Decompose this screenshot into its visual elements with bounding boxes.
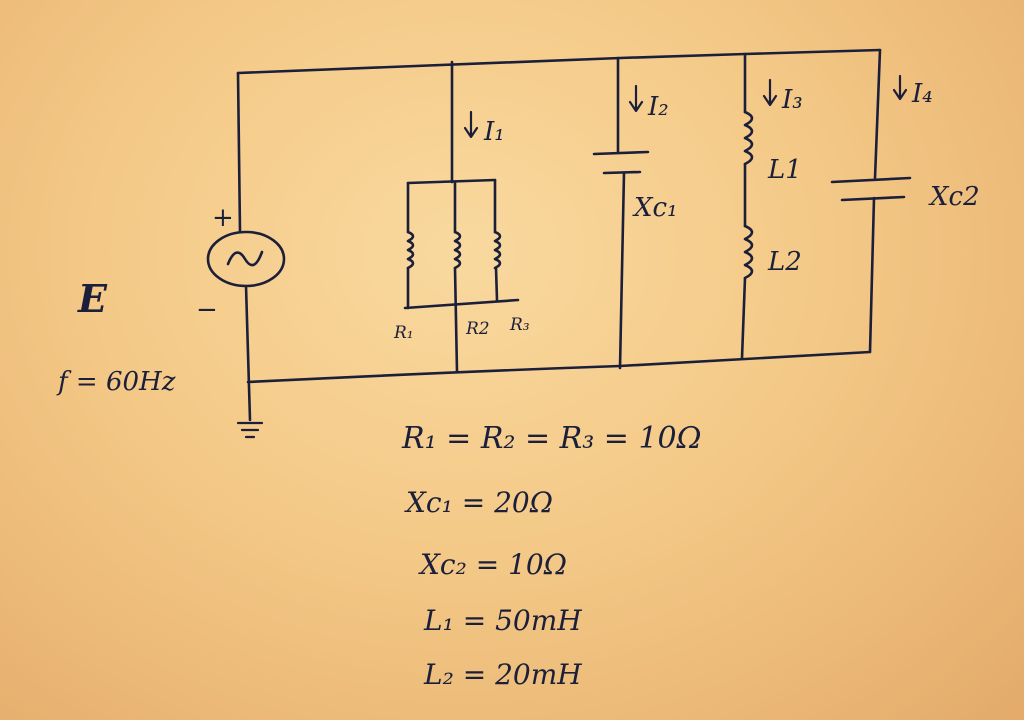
source-plus-sign: + [212, 203, 234, 233]
resistor-r2-coil-icon [453, 230, 462, 270]
label-r3: R₃ [509, 315, 530, 335]
current-arrow-i2-icon [628, 84, 644, 113]
branch1-bottom-rail [403, 298, 520, 310]
current-label-i4: I₄ [911, 79, 933, 109]
top-bus-wire [236, 48, 882, 75]
source-minus-sign: − [196, 295, 218, 325]
equation-xc1: Xc₁ = 20Ω [404, 486, 553, 519]
equation-l2: L₂ = 20mH [423, 658, 582, 691]
ground-icon [236, 421, 264, 439]
current-label-i2: I₂ [647, 92, 669, 122]
source-frequency: f = 60Hz [56, 367, 176, 397]
label-xc2: Xc2 [928, 182, 980, 212]
r3-wire-bottom [494, 266, 499, 302]
r2-wire-bottom [453, 266, 459, 374]
equation-resistors: R₁ = R₂ = R₃ = 10Ω [401, 421, 702, 456]
current-arrow-i1-icon [463, 110, 479, 139]
branch4-top-wire [873, 48, 882, 180]
branch2-bottom-wire [618, 171, 626, 370]
equation-l1: L₁ = 50mH [423, 604, 582, 637]
capacitor-xc1-plate-top [592, 150, 650, 156]
label-r1: R₁ [393, 323, 414, 343]
current-label-i1: I₁ [483, 117, 505, 147]
capacitor-xc2-plate-top [830, 176, 912, 184]
current-label-i3: I₃ [781, 85, 803, 115]
inductor-l2-coil-icon [743, 224, 754, 280]
ac-source-sine-icon [226, 250, 264, 267]
label-l1: L1 [767, 155, 802, 185]
source-top-wire [236, 71, 242, 234]
label-r2: R2 [465, 319, 490, 339]
resistor-r3-coil-icon [493, 230, 502, 270]
branch3-bottom-wire [740, 276, 747, 360]
capacitor-xc1-plate-bottom [602, 170, 642, 175]
source-symbol-e: E [77, 276, 108, 321]
current-arrow-i4-icon [892, 74, 908, 101]
label-l2: L2 [767, 247, 802, 277]
inductor-l1-coil-icon [743, 110, 754, 166]
source-bottom-wire [244, 284, 252, 422]
label-xc1: Xc₁ [632, 193, 678, 223]
branch4-bottom-wire [868, 196, 876, 354]
branch1-top-rail [406, 178, 497, 185]
equation-xc2: Xc₂ = 10Ω [418, 548, 567, 581]
current-arrow-i3-icon [762, 78, 778, 107]
bottom-bus-wire [246, 350, 872, 384]
resistor-r1-coil-icon [406, 230, 415, 270]
